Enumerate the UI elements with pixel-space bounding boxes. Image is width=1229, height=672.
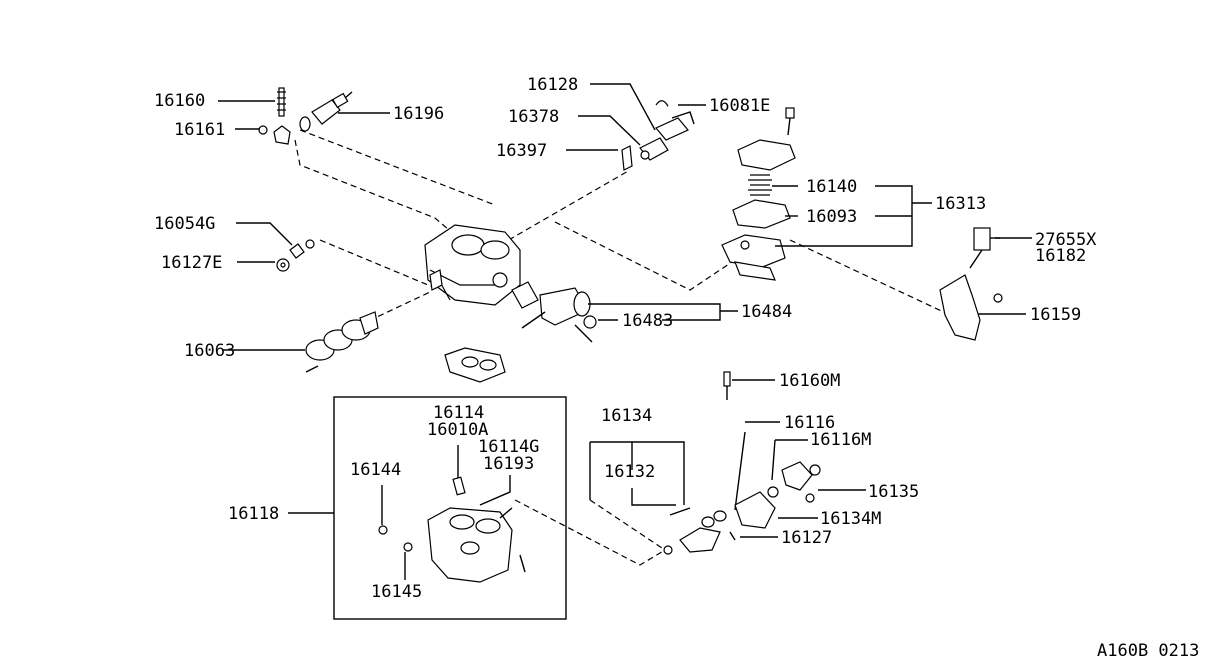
label-16010A: 16010A [427, 420, 488, 440]
part-16159-bracket [939, 227, 1003, 341]
label-16116M: 16116M [810, 430, 871, 450]
label-16161: 16161 [174, 120, 225, 140]
label-16134: 16134 [601, 406, 652, 426]
label-16093: 16093 [806, 207, 857, 227]
part-throttle-linkage [621, 100, 795, 171]
label-16144: 16144 [350, 460, 401, 480]
label-16118: 16118 [228, 504, 279, 524]
label-16196: 16196 [393, 104, 444, 124]
inset-box-16118 [333, 396, 567, 620]
label-16114G: 16114G [478, 437, 539, 457]
label-16378: 16378 [508, 107, 559, 127]
label-16484: 16484 [741, 302, 792, 322]
assembly-dashed-lines [294, 129, 951, 566]
part-carburetor-body [424, 224, 521, 306]
label-16160: 16160 [154, 91, 205, 111]
label-16054G: 16054G [154, 214, 215, 234]
label-16483: 16483 [622, 311, 673, 331]
label-16313: 16313 [935, 194, 986, 214]
part-16160-screw [273, 87, 291, 145]
part-16063-gaskets [305, 311, 506, 383]
diagram-id: A160B 0213 [1097, 641, 1199, 661]
label-16145: 16145 [371, 582, 422, 602]
label-16114: 16114 [433, 403, 484, 423]
part-accelerator-pump [663, 371, 821, 555]
label-16397: 16397 [496, 141, 547, 161]
label-16134M: 16134M [820, 509, 881, 529]
label-16127E: 16127E [161, 253, 222, 273]
label-16193: 16193 [483, 454, 534, 474]
label-16159: 16159 [1030, 305, 1081, 325]
label-16135: 16135 [868, 482, 919, 502]
label-16160M: 16160M [779, 371, 840, 391]
part-16484-choke-unit [511, 281, 597, 343]
label-16063: 16063 [184, 341, 235, 361]
part-16054G-jet [276, 239, 315, 272]
label-16081E: 16081E [709, 96, 770, 116]
label-16116: 16116 [784, 413, 835, 433]
part-number-labels: 16160 16161 16196 16128 16378 16397 1608… [154, 75, 1199, 661]
label-16132: 16132 [604, 462, 655, 482]
label-16127: 16127 [781, 528, 832, 548]
part-16161-screw [258, 125, 268, 135]
label-16140: 16140 [806, 177, 857, 197]
leader-lines [218, 83, 1032, 580]
part-16313-diaphragm-stack [721, 139, 796, 281]
part-16196-valve [299, 91, 353, 132]
label-27655X: 27655X [1035, 230, 1097, 250]
label-16128: 16128 [527, 75, 578, 95]
label-16182: 16182 [1035, 246, 1086, 266]
